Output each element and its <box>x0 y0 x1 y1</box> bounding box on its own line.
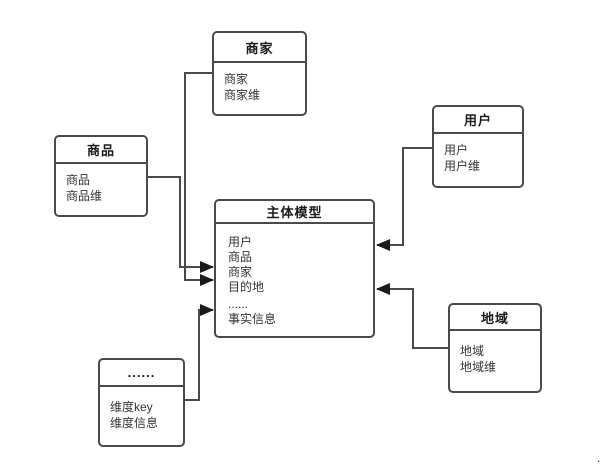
connector-product-to-model <box>148 176 214 273</box>
entity-title-user: 用户 <box>434 107 522 134</box>
connector-region-to-model <box>376 283 448 349</box>
entity-box-dimension: ...... 维度key 维度信息 <box>98 358 185 447</box>
entity-box-product: 商品 商品 商品维 <box>54 135 148 217</box>
entity-field: 商品维 <box>66 189 103 203</box>
entity-field: 用户 <box>228 235 253 249</box>
entity-field: 维度key <box>110 400 153 414</box>
entity-field: 商家 <box>224 72 249 86</box>
entity-field: 事实信息 <box>228 312 277 326</box>
entity-field: 商品 <box>66 173 91 187</box>
entity-box-merchant: 商家 商家 商家维 <box>212 31 307 116</box>
entity-fields-dimension: 维度key 维度信息 <box>100 387 183 445</box>
connector-merchant-to-model <box>184 72 214 286</box>
entity-title-subject-model: 主体模型 <box>216 201 373 224</box>
corner-dot: . <box>597 451 601 465</box>
entity-title-merchant: 商家 <box>214 33 305 63</box>
entity-box-subject-model: 主体模型 用户 商品 商家 目的地 ...... 事实信息 <box>214 199 375 338</box>
entity-fields-user: 用户 用户维 <box>434 134 522 186</box>
entity-fields-region: 地域 地域维 <box>450 331 540 391</box>
entity-field: 用户 <box>444 143 469 157</box>
entity-box-region: 地域 地域 地域维 <box>448 303 542 393</box>
connector-dimension-to-model <box>185 304 214 401</box>
entity-field: 地域维 <box>460 360 497 374</box>
entity-fields-product: 商品 商品维 <box>56 164 146 215</box>
entity-fields-merchant: 商家 商家维 <box>214 63 305 114</box>
entity-field: 目的地 <box>228 280 265 294</box>
entity-field: ...... <box>228 297 249 311</box>
entity-field: 商家 <box>228 265 253 279</box>
entity-field: 商品 <box>228 250 253 264</box>
entity-field: 维度信息 <box>110 416 159 430</box>
entity-title-region: 地域 <box>450 305 540 331</box>
entity-box-user: 用户 用户 用户维 <box>432 105 524 188</box>
entity-title-dimension: ...... <box>100 360 183 387</box>
entity-field: 地域 <box>460 344 485 358</box>
connector-user-to-model <box>376 147 432 251</box>
entity-title-product: 商品 <box>56 137 146 164</box>
entity-field: 用户维 <box>444 159 481 173</box>
entity-fields-subject-model: 用户 商品 商家 目的地 ...... 事实信息 <box>216 224 373 336</box>
entity-field: 商家维 <box>224 88 261 102</box>
